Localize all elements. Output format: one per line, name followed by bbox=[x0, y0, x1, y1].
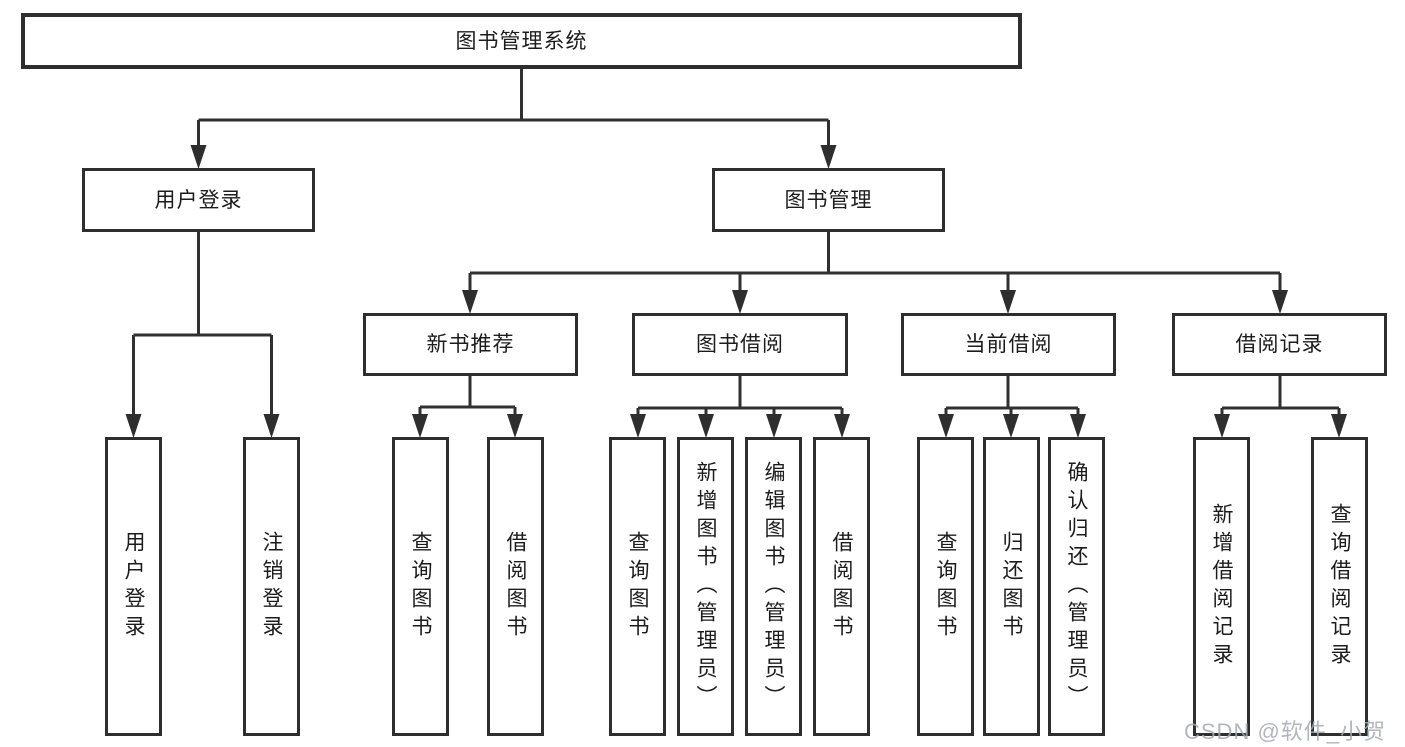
node-user-login: 用户登录 bbox=[82, 168, 315, 232]
leaf-query-book-recommend: 查询图书 bbox=[392, 437, 449, 736]
leaf-confirm-return-admin: 确认归还（管理员） bbox=[1048, 437, 1105, 736]
leaf-add-borrow-record: 新增借阅记录 bbox=[1193, 437, 1250, 736]
leaf-add-book-admin: 新增图书（管理员） bbox=[677, 437, 734, 736]
leaf-query-borrow-record: 查询借阅记录 bbox=[1311, 437, 1368, 736]
node-current-borrowing: 当前借阅 bbox=[901, 313, 1116, 376]
arrowhead-icons bbox=[125, 145, 1347, 438]
leaf-query-book-current: 查询图书 bbox=[917, 437, 974, 736]
leaf-edit-book-admin: 编辑图书（管理员） bbox=[745, 437, 802, 736]
csdn-watermark: CSDN @软件_小贺同学 bbox=[1184, 719, 1387, 744]
leaf-borrow-book-borrowing: 借阅图书 bbox=[813, 437, 870, 736]
leaf-query-book-borrowing: 查询图书 bbox=[609, 437, 666, 736]
node-book-borrowing: 图书借阅 bbox=[632, 313, 848, 376]
node-book-management: 图书管理 bbox=[712, 168, 945, 232]
node-library-system: 图书管理系统 bbox=[21, 13, 1022, 69]
leaf-borrow-book-recommend: 借阅图书 bbox=[487, 437, 544, 736]
leaf-return-book: 归还图书 bbox=[983, 437, 1040, 736]
node-borrowing-records: 借阅记录 bbox=[1172, 313, 1387, 376]
leaf-user-login: 用户登录 bbox=[105, 437, 162, 736]
node-new-book-recommend: 新书推荐 bbox=[363, 313, 578, 376]
leaf-logout: 注销登录 bbox=[243, 437, 300, 736]
